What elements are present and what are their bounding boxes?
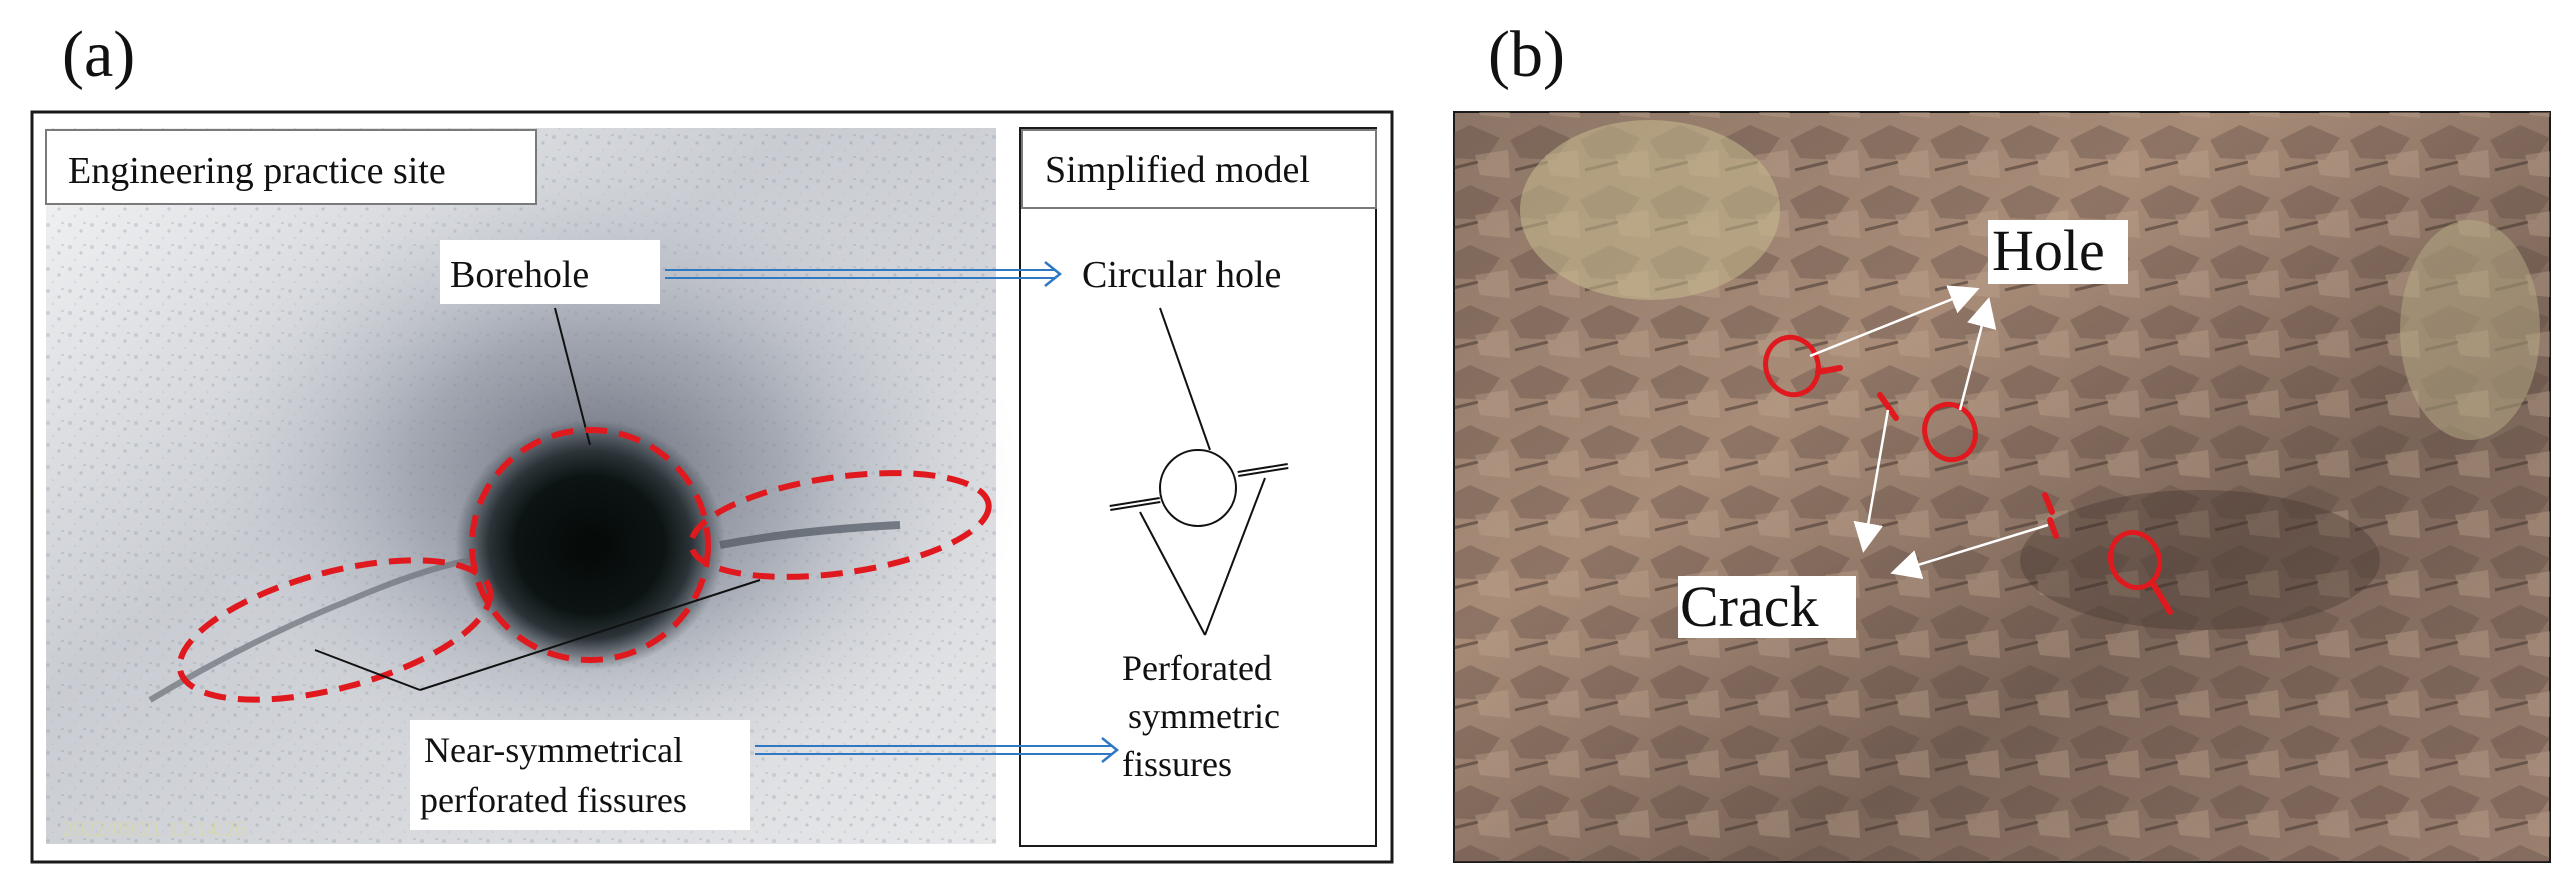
timestamp-overlay: 2022/09/21 13:14:26 bbox=[62, 816, 246, 841]
panel-b-figure: Hole Crack bbox=[1453, 111, 2551, 863]
site-photo: 2022/09/21 13:14:26 bbox=[46, 128, 1020, 844]
panel-a-figure: 2022/09/21 13:14:26 Engineering practice… bbox=[30, 110, 1394, 864]
model-drawing bbox=[1109, 307, 1289, 636]
hole-label: Hole bbox=[1992, 218, 2105, 283]
model-fissures-line1: Perforated bbox=[1122, 648, 1272, 688]
left-fissure-highlight bbox=[176, 557, 494, 703]
crack-markers bbox=[1815, 365, 2173, 615]
hole-marker-1 bbox=[1763, 334, 1821, 398]
right-fissure-highlight bbox=[688, 470, 992, 580]
panel-label-a: (a) bbox=[62, 18, 136, 91]
arrow-fissures-to-model bbox=[755, 737, 1120, 763]
model-label: Simplified model bbox=[1045, 149, 1310, 191]
arrow-borehole-to-model bbox=[665, 261, 1063, 287]
model-fissures-line3: fissures bbox=[1122, 744, 1232, 784]
borehole-label: Borehole bbox=[450, 254, 589, 296]
model-circle bbox=[1159, 449, 1237, 527]
site-label: Engineering practice site bbox=[68, 150, 446, 192]
model-fissures-line2: symmetric bbox=[1128, 696, 1280, 736]
rock-photo bbox=[1453, 111, 2551, 863]
crack-label: Crack bbox=[1680, 574, 1819, 639]
pointer-arrows bbox=[1809, 285, 2049, 579]
circular-hole-label: Circular hole bbox=[1082, 254, 1281, 296]
hole-marker-2 bbox=[1922, 401, 1978, 463]
fissures-label-line2: perforated fissures bbox=[420, 780, 687, 820]
hole-markers bbox=[1763, 334, 2163, 591]
fissures-label-line1: Near-symmetrical bbox=[424, 730, 683, 770]
borehole-highlight bbox=[469, 427, 711, 663]
panel-label-b: (b) bbox=[1488, 18, 1565, 91]
hole-marker-3 bbox=[2107, 529, 2163, 591]
